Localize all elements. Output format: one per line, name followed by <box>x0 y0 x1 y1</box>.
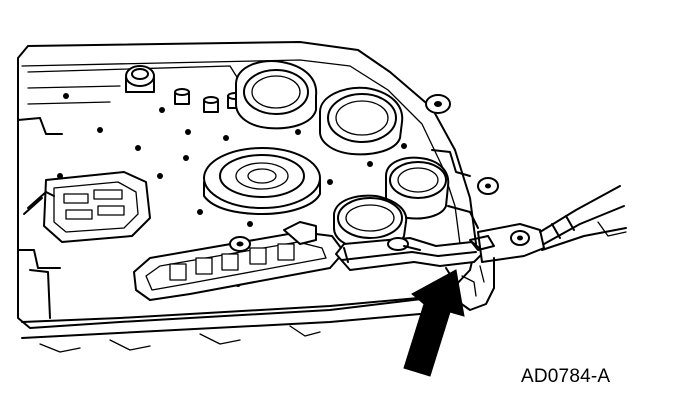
wiring-harness <box>469 185 627 263</box>
figure-id-label: AD0784-A <box>521 366 611 387</box>
lower-casting <box>133 221 345 301</box>
servo-bore <box>203 147 321 215</box>
solenoid-block <box>23 171 151 243</box>
arrow-pointer-icon <box>403 269 465 377</box>
accumulator-bores <box>235 60 499 250</box>
